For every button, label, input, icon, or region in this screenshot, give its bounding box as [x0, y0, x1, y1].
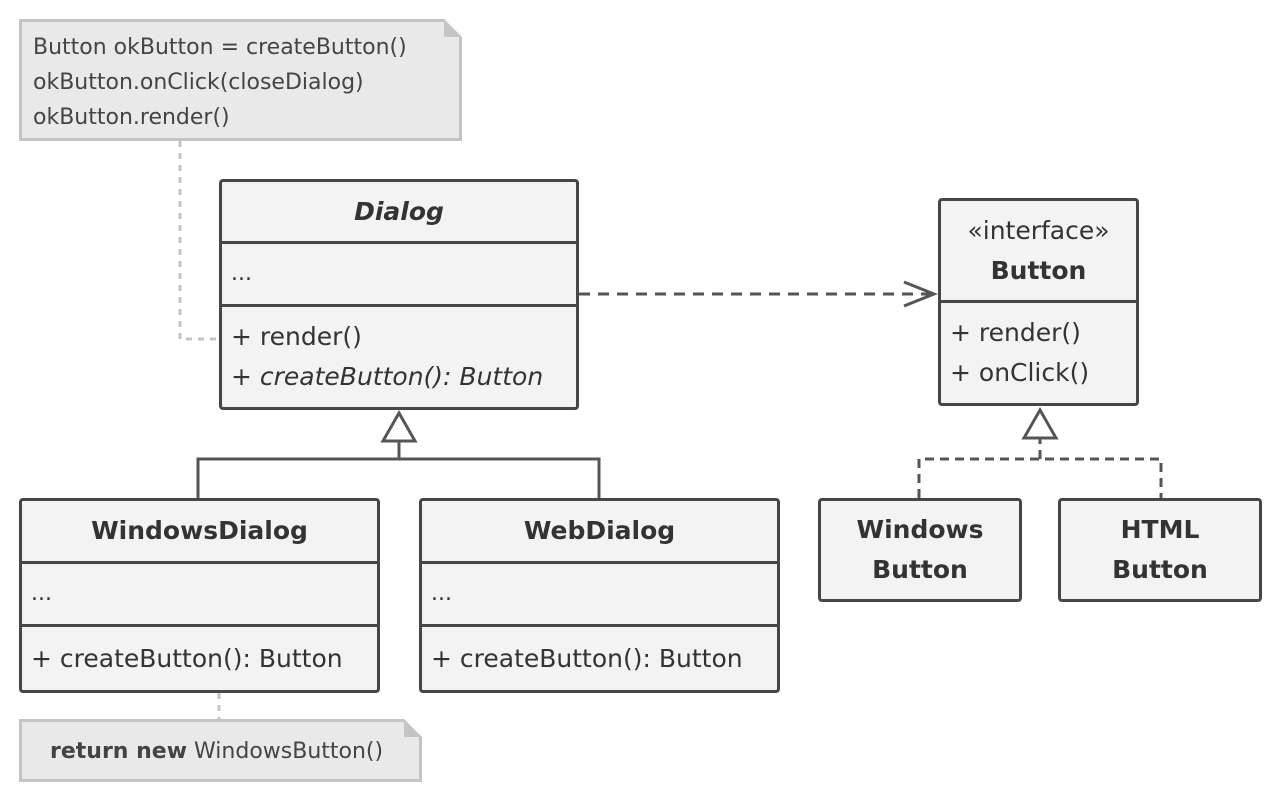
note-line: okButton.render(): [33, 105, 230, 130]
class-name-line: Windows: [856, 515, 984, 544]
stereotype-label: «interface»: [967, 215, 1110, 245]
inheritance-line: [196, 441, 601, 498]
note-connector-top: [178, 141, 219, 341]
realization-line: [917, 438, 1163, 498]
method-create-button: + createButton(): Button: [231, 362, 544, 391]
note-line: Button okButton = createButton(): [33, 35, 407, 60]
class-dialog: Dialog ... + render() + createButton(): …: [219, 179, 579, 410]
class-web-dialog: WebDialog ... + createButton(): Button: [419, 498, 780, 693]
inheritance-arrowhead: [380, 409, 418, 443]
class-windows-dialog: WindowsDialog ... + createButton(): Butt…: [19, 498, 380, 693]
note-text: WindowsButton(): [194, 739, 384, 764]
class-windows-dialog-name: WindowsDialog: [91, 516, 308, 545]
method-create-button: + createButton(): Button: [31, 643, 343, 673]
class-name-line: Button: [1112, 555, 1208, 584]
interface-button-header: «interface» Button: [941, 201, 1136, 300]
class-windows-dialog-fields: ...: [22, 564, 377, 624]
fields-ellipsis: ...: [31, 581, 52, 606]
class-name-line: HTML: [1120, 515, 1200, 544]
class-windows-button-header: Windows Button: [821, 501, 1019, 599]
class-web-dialog-name: WebDialog: [523, 516, 676, 545]
interface-button: «interface» Button + render() + onClick(…: [938, 198, 1139, 406]
note-line: okButton.onClick(closeDialog): [33, 70, 364, 95]
realization-arrowhead: [1021, 406, 1059, 440]
method-render: + render(): [950, 318, 1081, 347]
fields-ellipsis: ...: [431, 581, 452, 606]
class-windows-dialog-methods: + createButton(): Button: [22, 627, 377, 690]
class-html-button: HTML Button: [1058, 498, 1262, 602]
class-windows-button: Windows Button: [818, 498, 1022, 602]
fields-ellipsis: ...: [231, 261, 252, 286]
note-line: return new WindowsButton(): [50, 734, 419, 769]
note-keyword: return new: [50, 739, 188, 764]
method-render: + render(): [231, 322, 362, 351]
class-windows-dialog-header: WindowsDialog: [22, 501, 377, 561]
dependency-arrowhead: [903, 280, 939, 308]
class-web-dialog-fields: ...: [422, 564, 777, 624]
method-on-click: + onClick(): [950, 358, 1090, 387]
class-name-line: Button: [872, 555, 968, 584]
class-dialog-methods: + render() + createButton(): Button: [222, 307, 576, 407]
class-dialog-fields: ...: [222, 244, 576, 304]
interface-button-methods: + render() + onClick(): [941, 303, 1136, 403]
class-web-dialog-methods: + createButton(): Button: [422, 627, 777, 690]
interface-button-name: Button: [990, 255, 1087, 285]
class-dialog-header: Dialog: [222, 182, 576, 241]
method-create-button: + createButton(): Button: [431, 643, 743, 673]
class-dialog-name: Dialog: [354, 196, 444, 226]
class-web-dialog-header: WebDialog: [422, 501, 777, 561]
class-html-button-header: HTML Button: [1061, 501, 1259, 599]
note-windows-create-button: return new WindowsButton(): [19, 719, 422, 782]
note-client-code: Button okButton = createButton() okButto…: [19, 19, 462, 141]
